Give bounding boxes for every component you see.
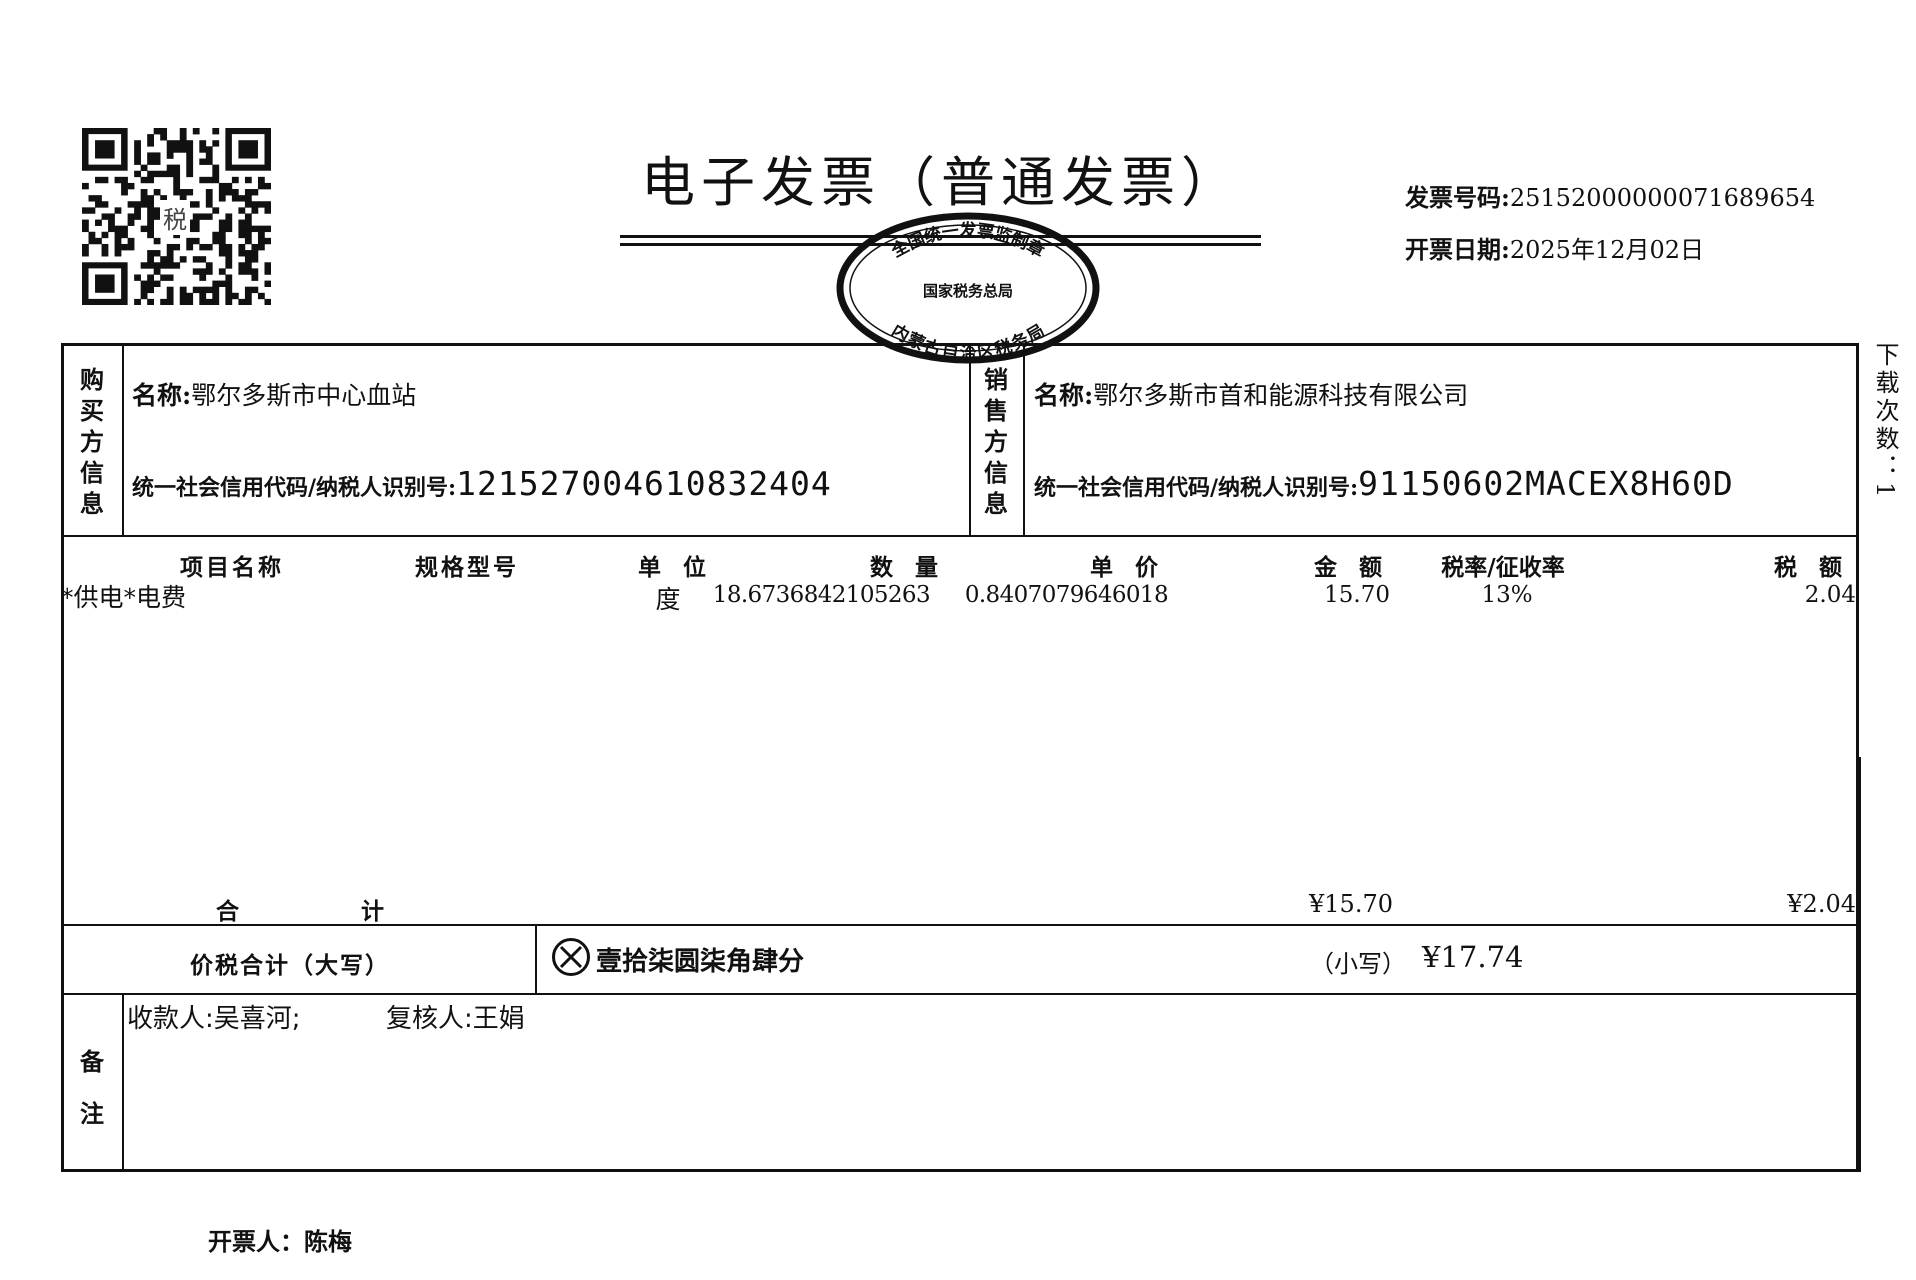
seller-section-label: 销售方信息 bbox=[984, 365, 1008, 518]
col-item-name: 项目名称 bbox=[180, 554, 284, 581]
invoice-date: 开票日期:2025年12月02日 bbox=[1405, 230, 1704, 265]
divider bbox=[969, 343, 971, 536]
buyer-section-label: 购买方信息 bbox=[80, 365, 104, 518]
item-qty: 18.6736842105263 bbox=[712, 582, 931, 608]
item-name: *供电*电费 bbox=[61, 583, 187, 612]
total-label-1: 合 bbox=[216, 898, 239, 925]
buyer-name-label: 名称: bbox=[132, 381, 192, 410]
invoice-date-label: 开票日期: bbox=[1405, 235, 1510, 264]
col-unit: 单 位 bbox=[637, 554, 707, 581]
grand-total-small: ¥17.74 bbox=[1422, 940, 1524, 974]
qr-tax-label: 税 bbox=[160, 200, 190, 235]
item-tax: 2.04 bbox=[1804, 582, 1856, 608]
qr-code: 税 bbox=[82, 128, 272, 306]
seller-name-label: 名称: bbox=[1034, 381, 1094, 410]
buyer-tax-id-label: 统一社会信用代码/纳税人识别号: bbox=[132, 475, 457, 501]
total-label-2: 计 bbox=[361, 898, 384, 925]
seller-tax-id-value: 91150602MACEX8H60D bbox=[1358, 464, 1734, 503]
issuer: 开票人：陈梅 bbox=[208, 1227, 352, 1256]
item-amount: 15.70 bbox=[1324, 582, 1390, 608]
page-title: 电子发票（普通发票） bbox=[641, 151, 1241, 214]
col-tax: 税 额 bbox=[1773, 554, 1842, 581]
svg-text:国家税务总局: 国家税务总局 bbox=[923, 282, 1013, 300]
remarks-label-2: 注 bbox=[80, 1099, 104, 1128]
total-tax: ¥2.04 bbox=[1787, 890, 1856, 918]
divider bbox=[61, 924, 1859, 926]
seller-tax-id: 统一社会信用代码/纳税人识别号:91150602MACEX8H60D bbox=[1034, 464, 1734, 503]
reviewer: 复核人:王娟 bbox=[386, 1004, 525, 1034]
title-rule bbox=[620, 235, 1261, 238]
col-qty: 数 量 bbox=[869, 554, 939, 581]
divider bbox=[535, 924, 537, 994]
title-rule-2 bbox=[620, 243, 1261, 246]
grand-total-label: 价税合计（大写） bbox=[190, 952, 390, 979]
invoice-number-label: 发票号码: bbox=[1405, 183, 1510, 212]
col-price: 单 价 bbox=[1089, 554, 1159, 581]
divider bbox=[122, 993, 124, 1172]
official-stamp: 全国统一发票监制章 国家税务总局 内蒙古自治区税务局 bbox=[836, 212, 1100, 364]
invoice-table bbox=[61, 343, 1859, 1172]
divider bbox=[122, 343, 124, 536]
payee: 收款人:吴喜河; bbox=[127, 1004, 301, 1034]
col-amount: 金 额 bbox=[1313, 554, 1383, 581]
invoice-number: 发票号码:25152000000071689654 bbox=[1405, 178, 1815, 213]
divider bbox=[61, 993, 1859, 995]
item-tax-rate: 13% bbox=[1481, 582, 1533, 608]
total-amount: ¥15.70 bbox=[1309, 890, 1393, 918]
grand-total-small-label: （小写） bbox=[1310, 950, 1406, 978]
buyer-name: 名称:鄂尔多斯市中心血站 bbox=[132, 376, 416, 412]
col-tax-rate: 税率/征收率 bbox=[1441, 554, 1565, 581]
item-price: 0.8407079646018 bbox=[964, 582, 1169, 608]
invoice-date-value: 2025年12月02日 bbox=[1509, 236, 1705, 264]
buyer-tax-id: 统一社会信用代码/纳税人识别号:12152700461083240​4 bbox=[132, 464, 832, 503]
divider bbox=[1023, 343, 1025, 536]
download-count: 下载次数：1 bbox=[1871, 342, 1899, 502]
remarks-label-1: 备 bbox=[80, 1047, 104, 1076]
seller-name: 名称:鄂尔多斯市首和能源科技有限公司 bbox=[1034, 376, 1468, 412]
buyer-tax-id-value: 12152700461083240​4 bbox=[456, 464, 832, 503]
item-unit: 度 bbox=[655, 585, 681, 614]
grand-total-words: 壹拾柒圆柒角肆分 bbox=[596, 947, 805, 977]
buyer-name-value: 鄂尔多斯市中心血站 bbox=[191, 381, 417, 410]
edge-shadow bbox=[1858, 757, 1861, 1172]
seller-name-value: 鄂尔多斯市首和能源科技有限公司 bbox=[1093, 381, 1469, 410]
divider bbox=[61, 535, 1859, 537]
cross-circle-icon bbox=[552, 938, 590, 976]
seller-tax-id-label: 统一社会信用代码/纳税人识别号: bbox=[1034, 475, 1359, 501]
invoice-number-value: 25152000000071689654 bbox=[1509, 184, 1816, 212]
col-spec: 规格型号 bbox=[415, 554, 519, 581]
